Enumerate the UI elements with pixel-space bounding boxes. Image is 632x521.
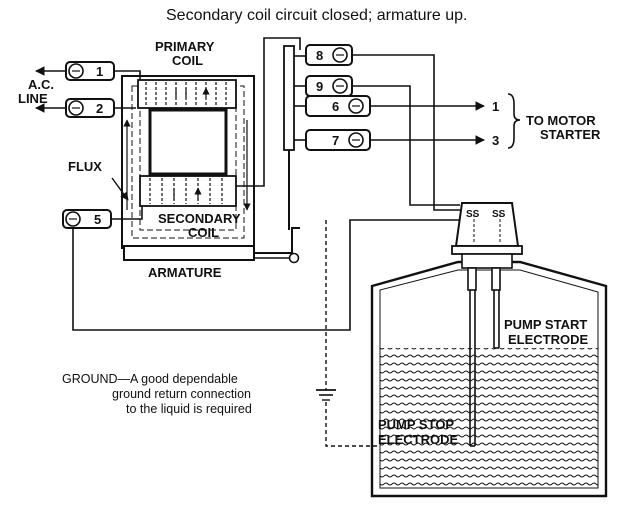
motor-starter-label-line1: TO MOTOR (526, 113, 596, 128)
ac-line-label-line1: A.C. (28, 77, 54, 92)
terminal-5-lead (111, 206, 143, 220)
pump-stop-label-line1: PUMP STOP (378, 417, 455, 432)
terminal-9 (305, 75, 353, 97)
flux-pointer (111, 177, 129, 201)
ground-symbol (316, 220, 380, 447)
ground-note-line2: ground return connection (112, 387, 251, 401)
terminal-2 (65, 98, 115, 118)
terminal-8-wire (352, 54, 460, 211)
motor-output-1-number: 1 (492, 99, 500, 114)
terminal-5 (62, 209, 112, 229)
pump-stop-electrode (467, 267, 477, 447)
primary-coil (137, 79, 237, 109)
armature (123, 227, 300, 264)
terminal-9-wire (352, 85, 460, 206)
ground-note-line1: GROUND—A good dependable (62, 372, 238, 386)
terminal-9-number: 9 (316, 79, 324, 94)
motor-output-3-number: 3 (492, 133, 500, 148)
primary-coil-label-line1: PRIMARY (155, 39, 215, 54)
stop-electrode-wire (72, 219, 460, 331)
liquid (380, 348, 598, 488)
ground-note-line3: to the liquid is required (126, 402, 252, 416)
armature-label: ARMATURE (148, 265, 222, 280)
ac-line-label-line2: LINE (18, 91, 48, 106)
terminal-7-number: 7 (332, 133, 340, 148)
secondary-coil-label-line1: SECONDARY (158, 211, 241, 226)
flux-label: FLUX (68, 159, 102, 174)
secondary-coil-label-line2: COIL (188, 225, 220, 240)
terminal-8-number: 8 (316, 48, 324, 63)
terminal-8 (305, 44, 353, 66)
diagram-title: Secondary coil circuit closed; armature … (166, 7, 468, 24)
terminal-2-number: 2 (96, 101, 104, 116)
terminal-6-number: 6 (332, 99, 340, 114)
terminal-6 (305, 95, 371, 117)
holder-left-marking: SS (466, 209, 480, 220)
secondary-coil-lead (236, 37, 301, 187)
holder-right-marking: SS (492, 209, 506, 220)
pump-stop-label-line2: ELECTRODE (378, 432, 459, 447)
terminal-1-number: 1 (96, 64, 104, 79)
tank (370, 260, 608, 498)
motor-starter-brace (507, 93, 521, 149)
terminal-5-number: 5 (94, 212, 102, 227)
primary-coil-label-line2: COIL (172, 53, 204, 68)
contact-bar (283, 45, 306, 230)
pump-start-label-line2: ELECTRODE (508, 332, 589, 347)
motor-starter-label-line2: STARTER (540, 127, 601, 142)
terminal-7 (305, 129, 371, 151)
pump-start-label-line1: PUMP START (504, 317, 588, 332)
electrode-holder (451, 202, 523, 269)
pump-start-electrode (491, 267, 501, 349)
terminal-1 (65, 61, 115, 81)
secondary-coil (139, 175, 237, 207)
